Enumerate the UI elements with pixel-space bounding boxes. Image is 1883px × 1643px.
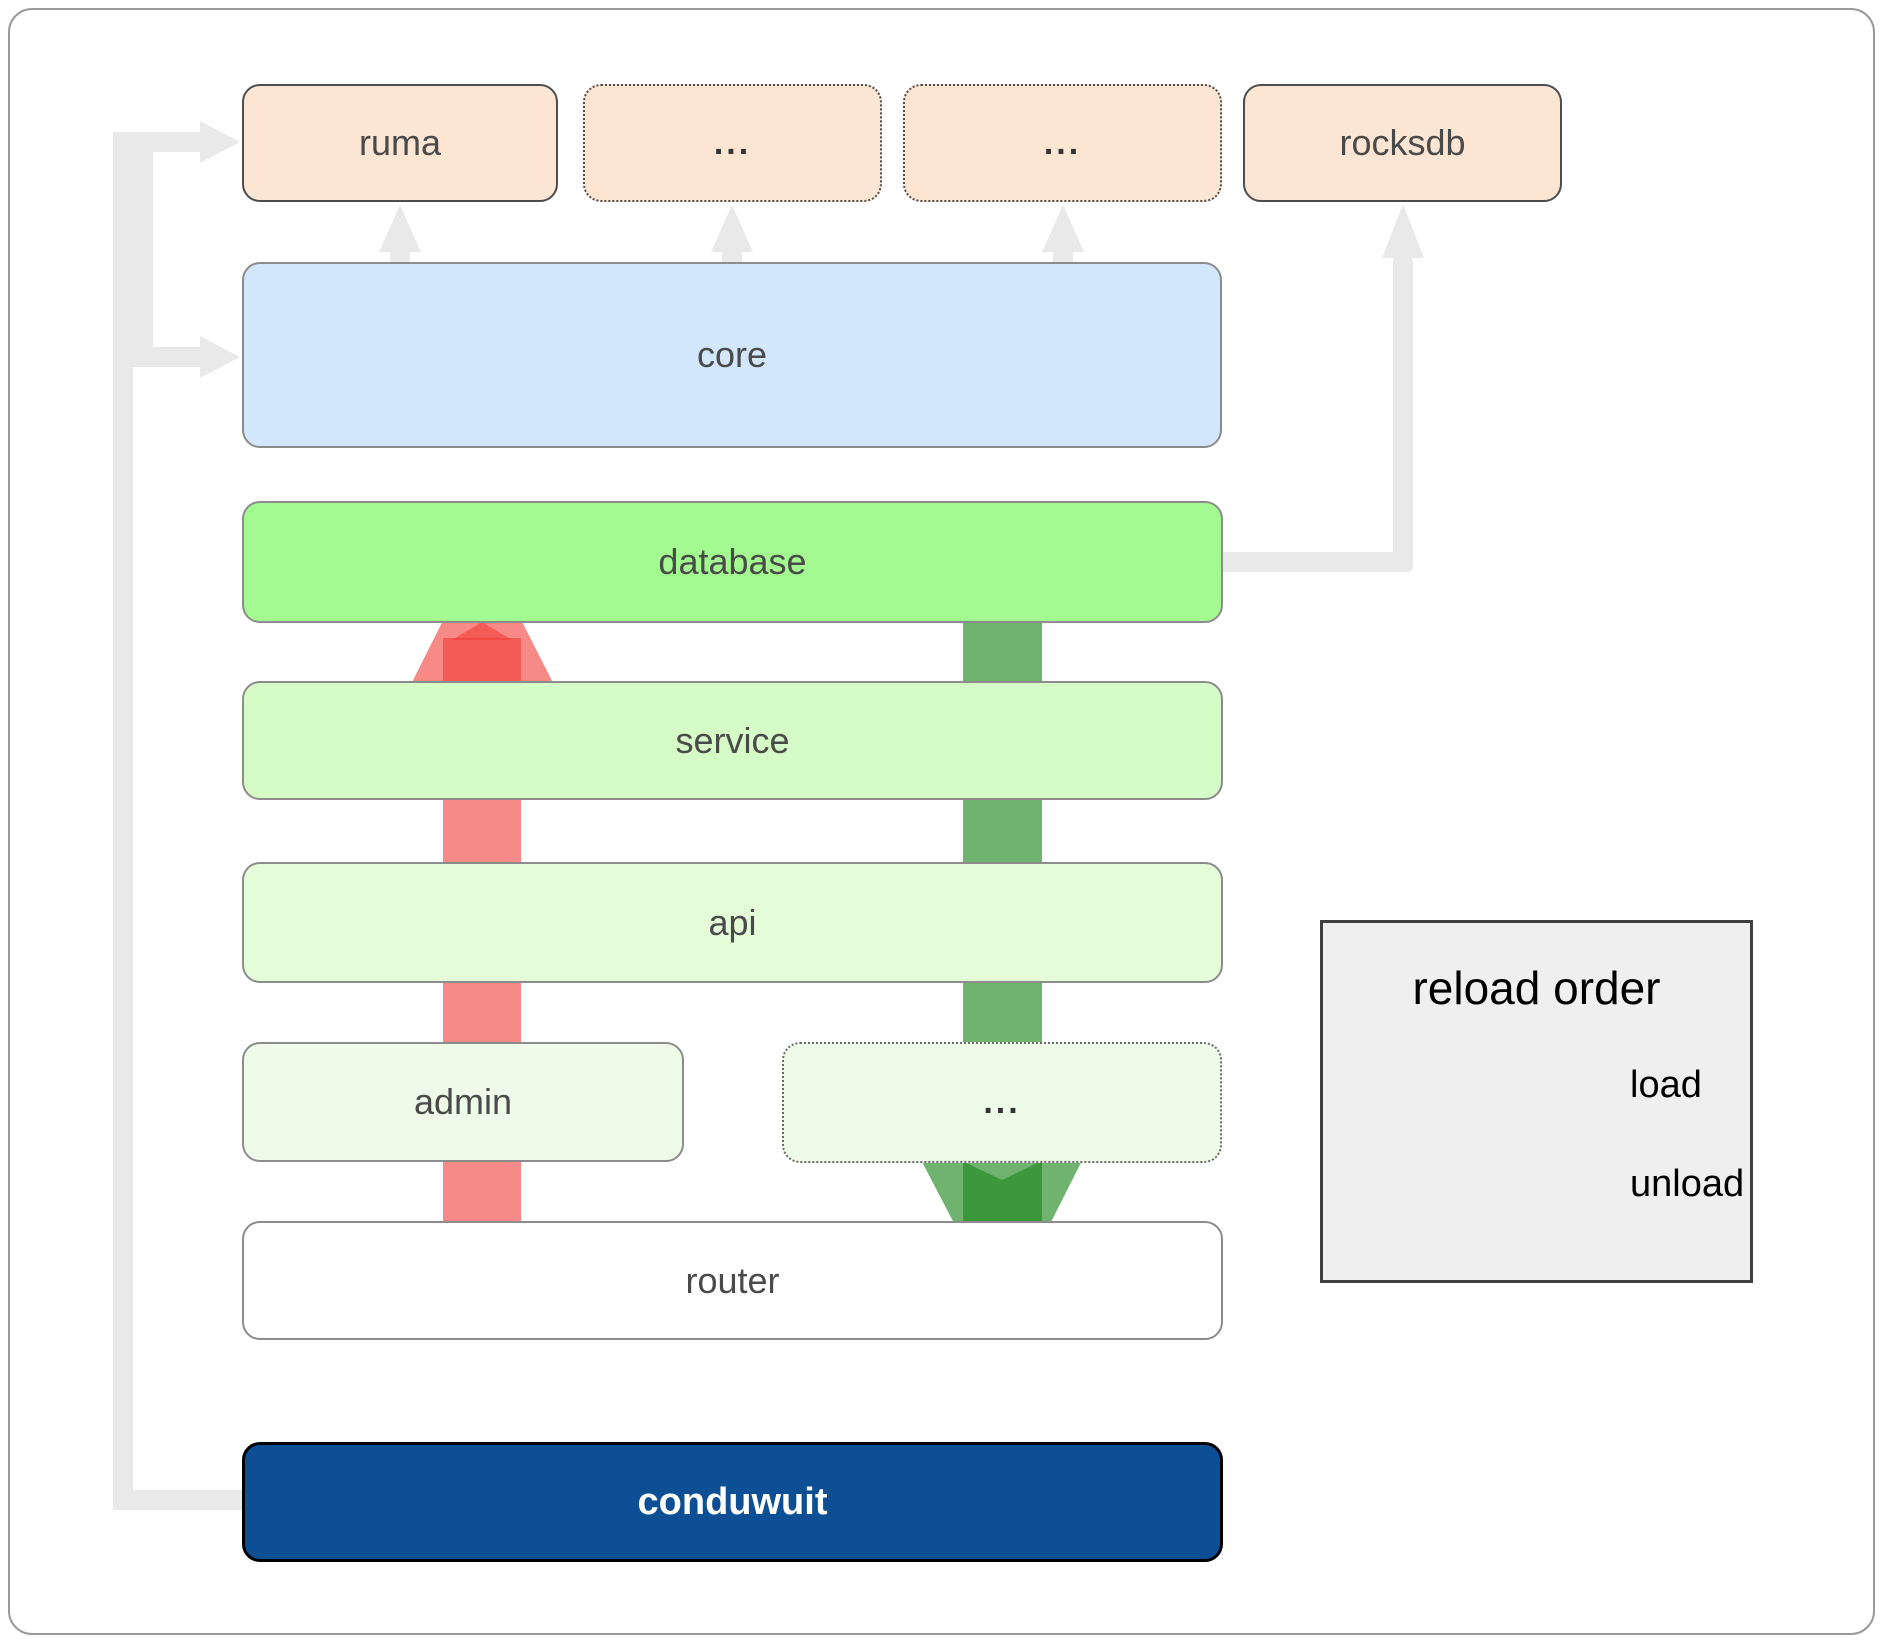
node-rocksdb: rocksdb: [1243, 84, 1562, 202]
node-other-crate-1-label: ...: [713, 123, 752, 162]
node-other-crate-1: ...: [583, 84, 882, 202]
legend-title: reload order: [1412, 962, 1661, 1014]
node-admin-label: admin: [413, 1081, 513, 1122]
legend-load-label: load: [1630, 1064, 1702, 1106]
node-router-label: router: [685, 1259, 780, 1301]
legend-reload-order: reload order load unload: [1320, 920, 1753, 1283]
node-other-module: ...: [782, 1042, 1222, 1163]
diagram-outer-border: [8, 8, 1875, 1635]
node-rocksdb-label: rocksdb: [1339, 122, 1466, 163]
node-other-module-label: ...: [983, 1083, 1021, 1121]
node-service-label: service: [675, 719, 790, 761]
node-service: service: [242, 681, 1223, 800]
node-admin: admin: [242, 1042, 684, 1162]
node-database-label: database: [658, 541, 807, 582]
node-api-label: api: [708, 901, 757, 943]
node-other-crate-2-label: ...: [1043, 123, 1082, 162]
node-conduwuit: conduwuit: [242, 1442, 1223, 1562]
node-api: api: [242, 862, 1223, 983]
node-database: database: [242, 501, 1223, 623]
node-router: router: [242, 1221, 1223, 1340]
node-ruma: ruma: [242, 84, 558, 202]
legend-unload-label: unload: [1630, 1163, 1745, 1205]
node-core-label: core: [696, 334, 768, 375]
node-ruma-label: ruma: [358, 122, 442, 163]
node-core: core: [242, 262, 1222, 448]
node-conduwuit-label: conduwuit: [637, 1480, 828, 1523]
node-other-crate-2: ...: [903, 84, 1222, 202]
